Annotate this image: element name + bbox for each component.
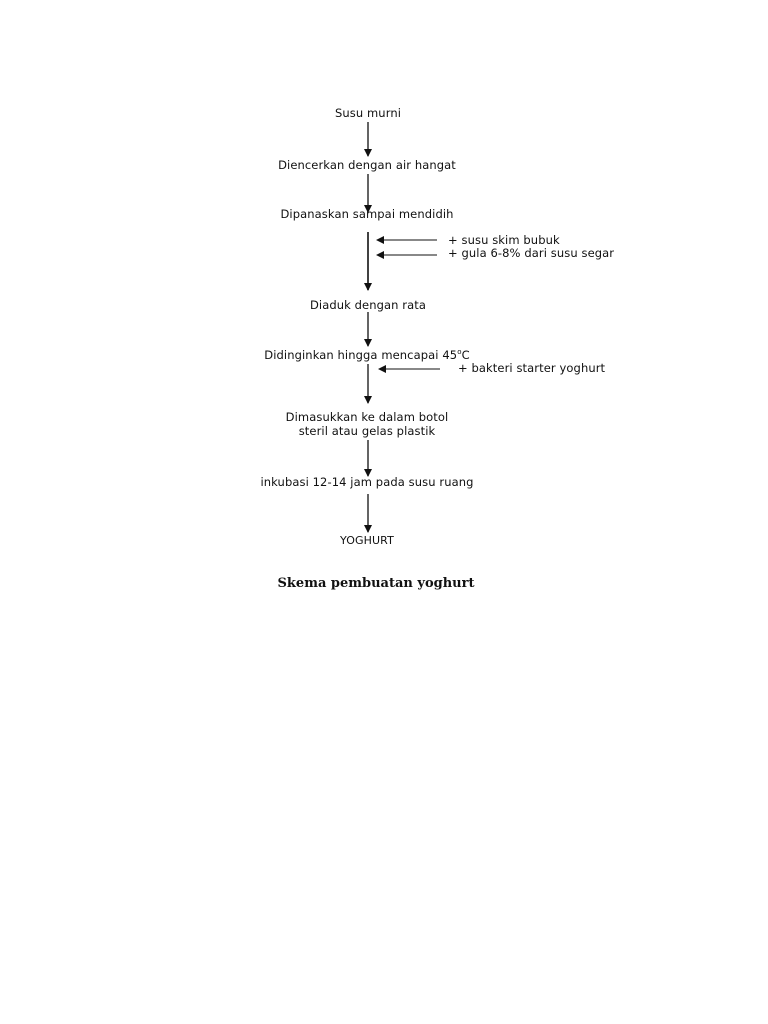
addition-bakteri: + bakteri starter yoghurt <box>458 361 606 375</box>
step-didinginkan-text: Didinginkan hingga mencapai 45 <box>264 348 458 362</box>
addition-gula: + gula 6-8% dari susu segar <box>448 246 615 260</box>
step-dimasukkan-line-1: Dimasukkan ke dalam botol <box>285 410 449 424</box>
figure-caption: Skema pembuatan yoghurt <box>277 576 475 591</box>
addition-susu-skim: + susu skim bubuk <box>448 233 560 247</box>
step-yoghurt: YOGHURT <box>340 534 394 547</box>
step-didinginkan: Didinginkan hingga mencapai 45oC <box>264 348 469 362</box>
degree-symbol: o <box>457 348 462 356</box>
step-diencerkan: Diencerkan dengan air hangat <box>278 158 456 172</box>
step-dimasukkan-line-2: steril atau gelas plastik <box>298 424 436 438</box>
step-susu-murni: Susu murni <box>334 106 402 120</box>
step-didinginkan-unit: C <box>461 348 470 362</box>
step-inkubasi: inkubasi 12-14 jam pada susu ruang <box>260 475 474 489</box>
step-diaduk: Diaduk dengan rata <box>309 298 427 312</box>
step-dipanaskan: Dipanaskan sampai mendidih <box>280 207 454 221</box>
